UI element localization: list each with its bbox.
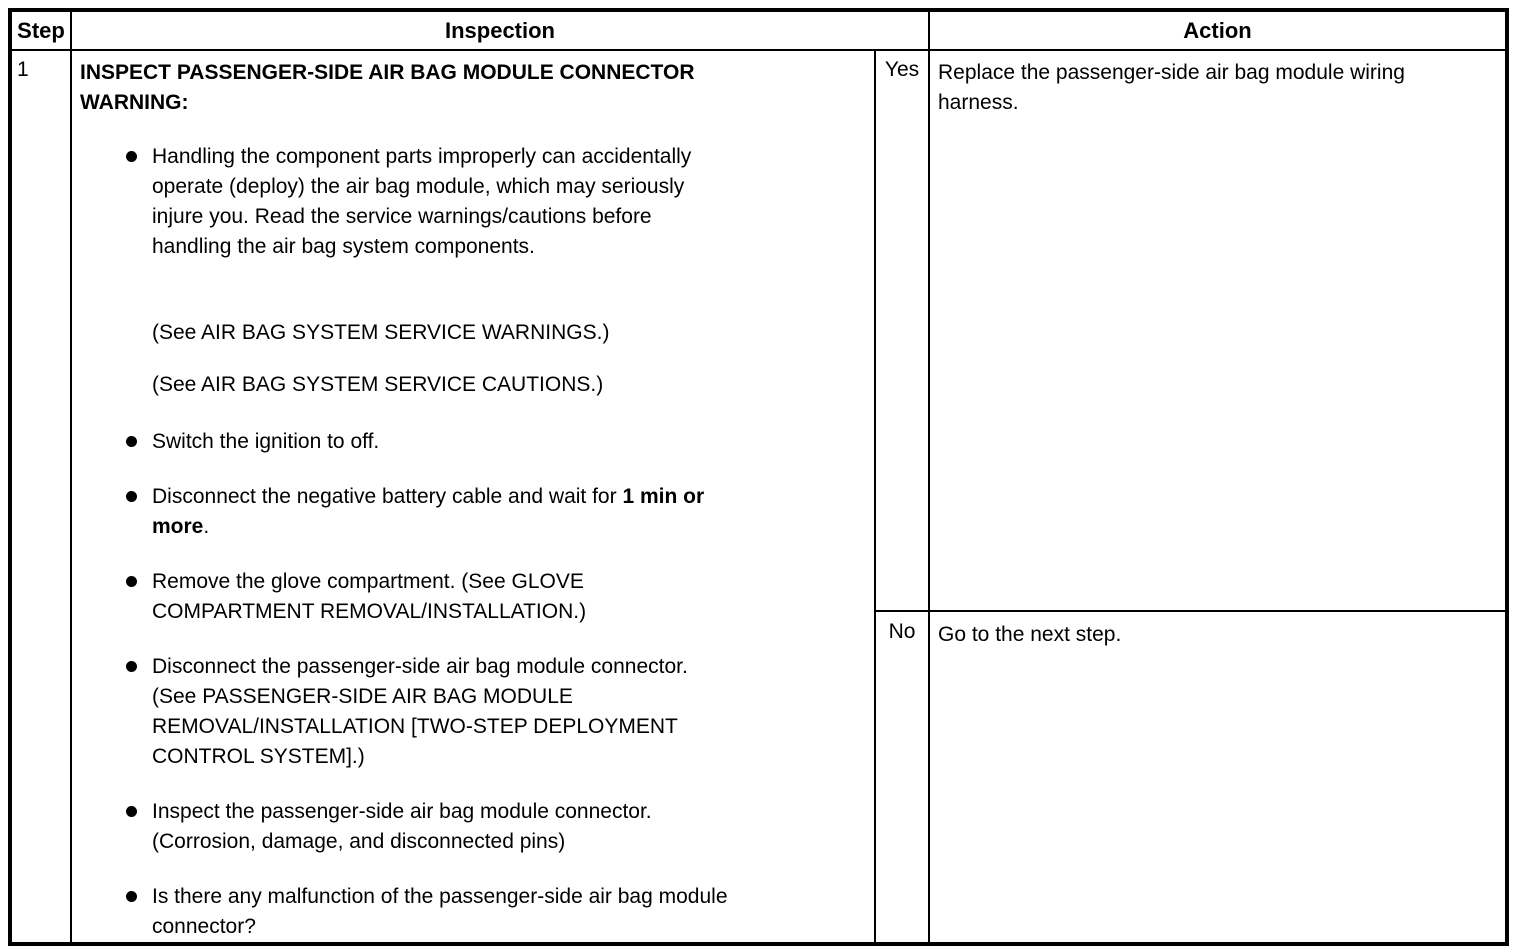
bullet-icon [126,436,137,447]
bullet-icon [126,661,137,672]
header-step: Step [12,12,72,51]
list-item-text-segment: . [203,515,210,538]
list-item-text: Is there any malfunction of the passenge… [152,885,728,938]
outcome-yes-cell: Yes [876,51,930,612]
bullet-icon [126,491,137,502]
list-item: Disconnect the negative battery cable an… [80,482,730,542]
step-cell: 1 [12,51,72,942]
header-action-label: Action [1183,17,1252,43]
header-action: Action [930,12,1505,51]
reference-note: (See AIR BAG SYSTEM SERVICE CAUTIONS.) [80,370,730,400]
action-yes-text: Replace the passenger-side air bag modul… [938,61,1405,114]
reference-note-text: (See AIR BAG SYSTEM SERVICE CAUTIONS.) [152,373,604,396]
list-item-text: Inspect the passenger-side air bag modul… [152,800,652,853]
bullet-icon [126,151,137,162]
list-item-text: Switch the ignition to off. [152,430,380,453]
reference-note-text: (See AIR BAG SYSTEM SERVICE WARNINGS.) [152,321,610,344]
list-item-text-segment: Disconnect the negative battery cable an… [152,485,623,508]
list-item-text: Handling the component parts improperly … [152,145,692,258]
warning-label: WARNING: [80,91,189,114]
bullet-icon [126,576,137,587]
list-item: Is there any malfunction of the passenge… [80,882,730,942]
list-item: Switch the ignition to off. [80,427,730,457]
list-item-text: Remove the glove compartment. (See GLOVE… [152,570,587,623]
action-no-cell: Go to the next step. [930,612,1505,942]
list-item: Remove the glove compartment. (See GLOVE… [80,567,730,627]
outcome-no-cell: No [876,612,930,942]
list-item-text: Disconnect the negative battery cable an… [152,482,730,542]
action-no-text: Go to the next step. [938,623,1122,646]
list-item: Inspect the passenger-side air bag modul… [80,797,730,857]
header-inspection: Inspection [72,12,930,51]
inspection-title: INSPECT PASSENGER-SIDE AIR BAG MODULE CO… [80,61,695,84]
inspection-action-table: Step Inspection Action 1 INSPECT PASSENG… [8,8,1509,946]
list-item: Handling the component parts improperly … [80,142,730,262]
list-item: Disconnect the passenger-side air bag mo… [80,652,730,772]
reference-note: (See AIR BAG SYSTEM SERVICE WARNINGS.) [80,318,730,348]
outcome-no-label: No [888,620,916,643]
header-step-label: Step [17,17,65,43]
list-item-text-bold-segment: 1 min or more [152,485,705,538]
list-item-text: Disconnect the passenger-side air bag mo… [152,655,688,768]
bullet-icon [126,891,137,902]
step-number: 1 [17,58,29,81]
bullet-icon [126,806,137,817]
action-yes-cell: Replace the passenger-side air bag modul… [930,51,1505,612]
outcome-yes-label: Yes [884,58,920,81]
inspection-cell: INSPECT PASSENGER-SIDE AIR BAG MODULE CO… [72,51,876,942]
header-inspection-label: Inspection [444,17,555,43]
